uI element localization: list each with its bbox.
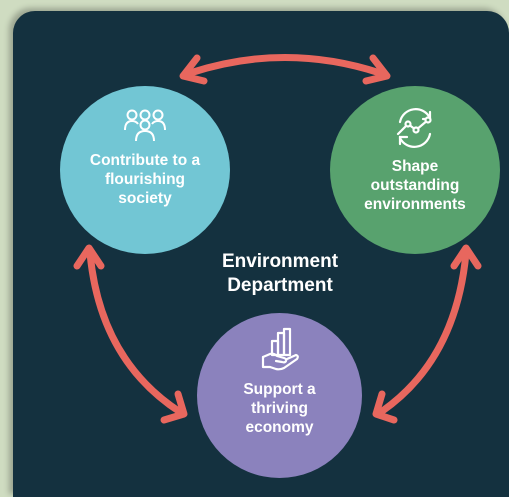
node-environments: Shape outstanding environments — [330, 86, 500, 254]
node-economy: Support a thriving economy — [197, 313, 362, 478]
people-group-icon — [122, 108, 168, 147]
arrow-society-economy — [86, 249, 184, 416]
node-environments-label: Shape outstanding environments — [364, 158, 466, 213]
arrowhead-right-down — [372, 390, 398, 424]
arrow-environments-economy — [377, 249, 470, 416]
arrowhead-left-up — [73, 244, 105, 270]
arrow-society-environments — [186, 54, 384, 77]
node-society-label: Contribute to a flourishing society — [89, 152, 201, 207]
growth-cycle-icon — [392, 108, 438, 153]
arrowhead-right-top — [362, 54, 391, 85]
diagram-title: Environment Department — [221, 251, 339, 296]
hand-chart-icon — [260, 327, 300, 376]
node-society: Contribute to a flourishing society — [60, 86, 230, 254]
arrowhead-left-top — [179, 54, 208, 85]
arrowhead-right-up — [450, 244, 482, 270]
arrowhead-left-down — [160, 390, 188, 424]
node-economy-label: Support a thriving economy — [243, 381, 316, 436]
